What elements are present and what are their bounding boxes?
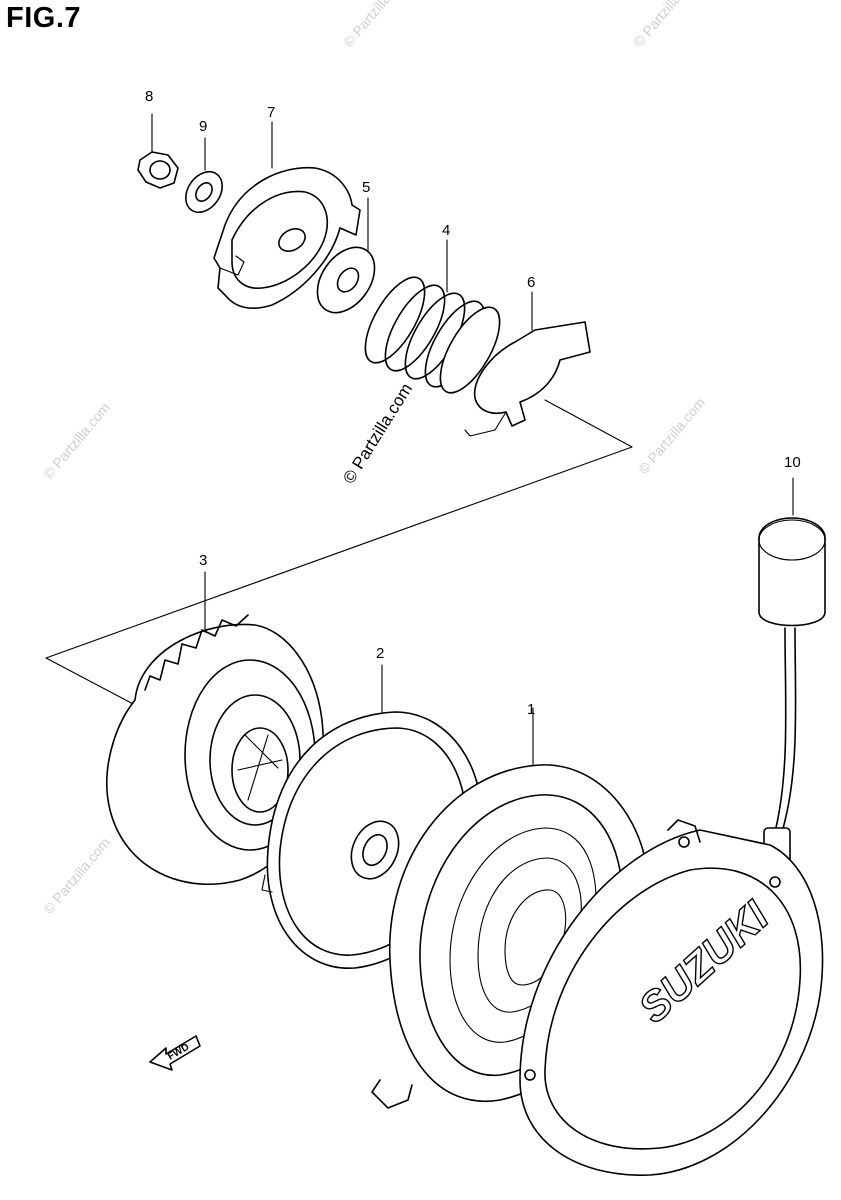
watermark-text: © Partzilla.com bbox=[40, 399, 113, 482]
part-7-cam-plate bbox=[213, 121, 361, 309]
callout-1: 1 bbox=[527, 701, 535, 718]
callout-2: 2 bbox=[376, 645, 384, 662]
callout-10: 10 bbox=[784, 454, 801, 471]
callout-3: 3 bbox=[199, 552, 207, 569]
callout-7: 7 bbox=[267, 104, 275, 121]
callout-5: 5 bbox=[362, 179, 370, 196]
watermark-text: © Partzilla.com bbox=[630, 0, 703, 50]
watermark-text: © Partzilla.com bbox=[40, 834, 113, 917]
callout-6: 6 bbox=[527, 274, 535, 291]
callout-9: 9 bbox=[199, 118, 207, 135]
watermark-center: © Partzilla.com bbox=[339, 380, 416, 487]
fwd-direction-arrow: FWD bbox=[149, 1035, 201, 1071]
watermark-text: © Partzilla.com bbox=[635, 394, 708, 477]
callout-4: 4 bbox=[442, 222, 450, 239]
figure-title: FIG.7 bbox=[6, 2, 82, 34]
part-6-clip bbox=[464, 291, 591, 437]
recoil-starter-housing: SUZUKI bbox=[519, 819, 824, 1176]
part-4-spring bbox=[364, 239, 501, 394]
assembly-guide-lines bbox=[45, 399, 633, 706]
callout-8: 8 bbox=[145, 88, 153, 105]
part-10-knob bbox=[758, 477, 826, 865]
callout-labels: 8 9 7 5 4 6 10 3 2 1 bbox=[145, 88, 801, 718]
part-8-nut bbox=[137, 113, 179, 189]
watermark-text: © Partzilla.com bbox=[340, 0, 413, 50]
part-9-washer bbox=[185, 137, 223, 214]
part-5-washer bbox=[316, 197, 376, 314]
